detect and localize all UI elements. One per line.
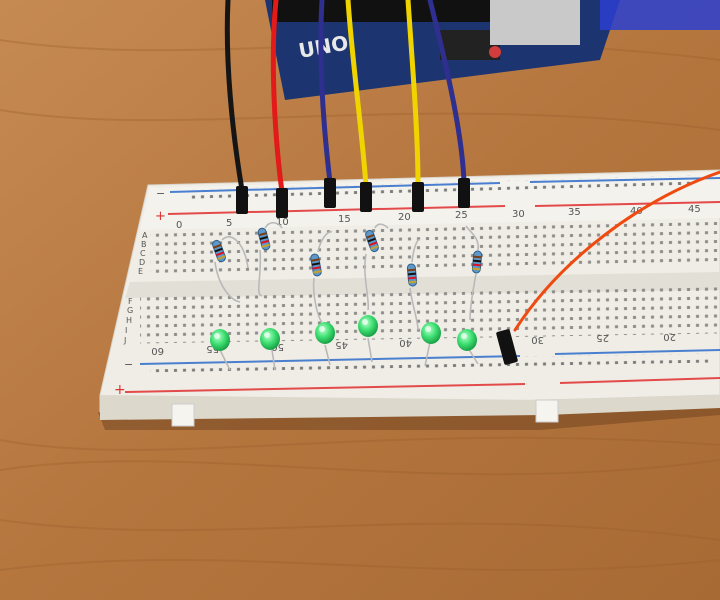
- top-number: 45: [688, 204, 701, 215]
- terminal-block-top: [150, 216, 720, 277]
- wood-grain: [0, 39, 720, 571]
- component-leads: [214, 221, 480, 371]
- green-led: [358, 315, 378, 337]
- row-letter: C: [140, 249, 146, 258]
- row-letters-top: A B C D E: [138, 231, 148, 276]
- green-led: [315, 322, 335, 344]
- row-letter: H: [126, 316, 132, 325]
- leds: [210, 315, 477, 351]
- bottom-rail-plus-label: +: [114, 382, 126, 398]
- breadboard: − + 0 5 10 15 20 25 30 35 40 45 A B C D …: [98, 169, 720, 430]
- top-number: 25: [455, 210, 468, 221]
- blue-jumper-wire: [318, 0, 333, 185]
- row-letter: B: [141, 240, 147, 249]
- row-letter: D: [139, 258, 145, 267]
- jumper-wires: [224, 0, 720, 332]
- black-jumper-wire: [224, 0, 245, 193]
- jumper-connector: [324, 178, 336, 208]
- top-number: 35: [568, 207, 581, 218]
- terminal-block-bottom: [140, 285, 720, 344]
- red-jumper-wire: [270, 0, 285, 195]
- breadboard-clip: [535, 399, 559, 423]
- bottom-number: 20: [663, 331, 676, 342]
- bottom-rail-minus-label: −: [124, 358, 133, 371]
- blue-jumper-wire: [427, 0, 467, 185]
- yellow-jumper-wire: [405, 0, 421, 189]
- row-letters-bottom: F G H I J: [123, 297, 133, 345]
- row-letter: E: [138, 267, 143, 276]
- green-led: [457, 329, 477, 351]
- resistor: [365, 229, 379, 253]
- row-letter: A: [142, 231, 148, 240]
- breadboard-clip: [171, 403, 195, 427]
- row-letter: F: [128, 297, 133, 306]
- top-number: 5: [226, 218, 232, 229]
- bottom-number: 55: [206, 343, 219, 354]
- jumper-connector: [412, 182, 424, 212]
- green-led: [210, 329, 230, 351]
- top-rail-red-line: [167, 205, 506, 215]
- top-number: 30: [512, 209, 525, 220]
- row-letter: I: [125, 326, 127, 335]
- green-led: [421, 322, 441, 344]
- resistor: [471, 250, 483, 274]
- resistor: [406, 263, 418, 287]
- bottom-number: 45: [335, 339, 348, 350]
- green-led: [260, 328, 280, 350]
- bottom-number: 25: [596, 332, 609, 343]
- top-rail-plus-label: +: [155, 209, 166, 224]
- resistors: [212, 227, 483, 287]
- resistor: [310, 253, 322, 277]
- jumper-connectors: [236, 178, 518, 365]
- top-number: 15: [338, 214, 351, 225]
- jumper-connector: [360, 182, 372, 212]
- jumper-connector: [236, 186, 248, 214]
- resistor: [257, 227, 271, 251]
- orange-jumper-wire: [513, 170, 720, 332]
- bottom-number: 30: [531, 334, 544, 345]
- top-number: 10: [276, 217, 289, 228]
- top-number: 20: [398, 212, 411, 223]
- bottom-number: 50: [271, 341, 284, 352]
- resistor: [212, 239, 226, 263]
- top-number: 0: [176, 220, 182, 231]
- bottom-number: 60: [151, 345, 164, 356]
- bottom-number: 40: [399, 337, 412, 348]
- row-letter: J: [123, 336, 126, 345]
- yellow-jumper-wire: [345, 0, 369, 189]
- jumper-connector: [276, 188, 288, 218]
- bottom-rail-red-line: [124, 383, 526, 393]
- row-letter: G: [127, 306, 133, 315]
- jumper-connector: [496, 329, 518, 365]
- top-rail-minus-label: −: [156, 187, 165, 200]
- jumper-connector: [458, 178, 470, 208]
